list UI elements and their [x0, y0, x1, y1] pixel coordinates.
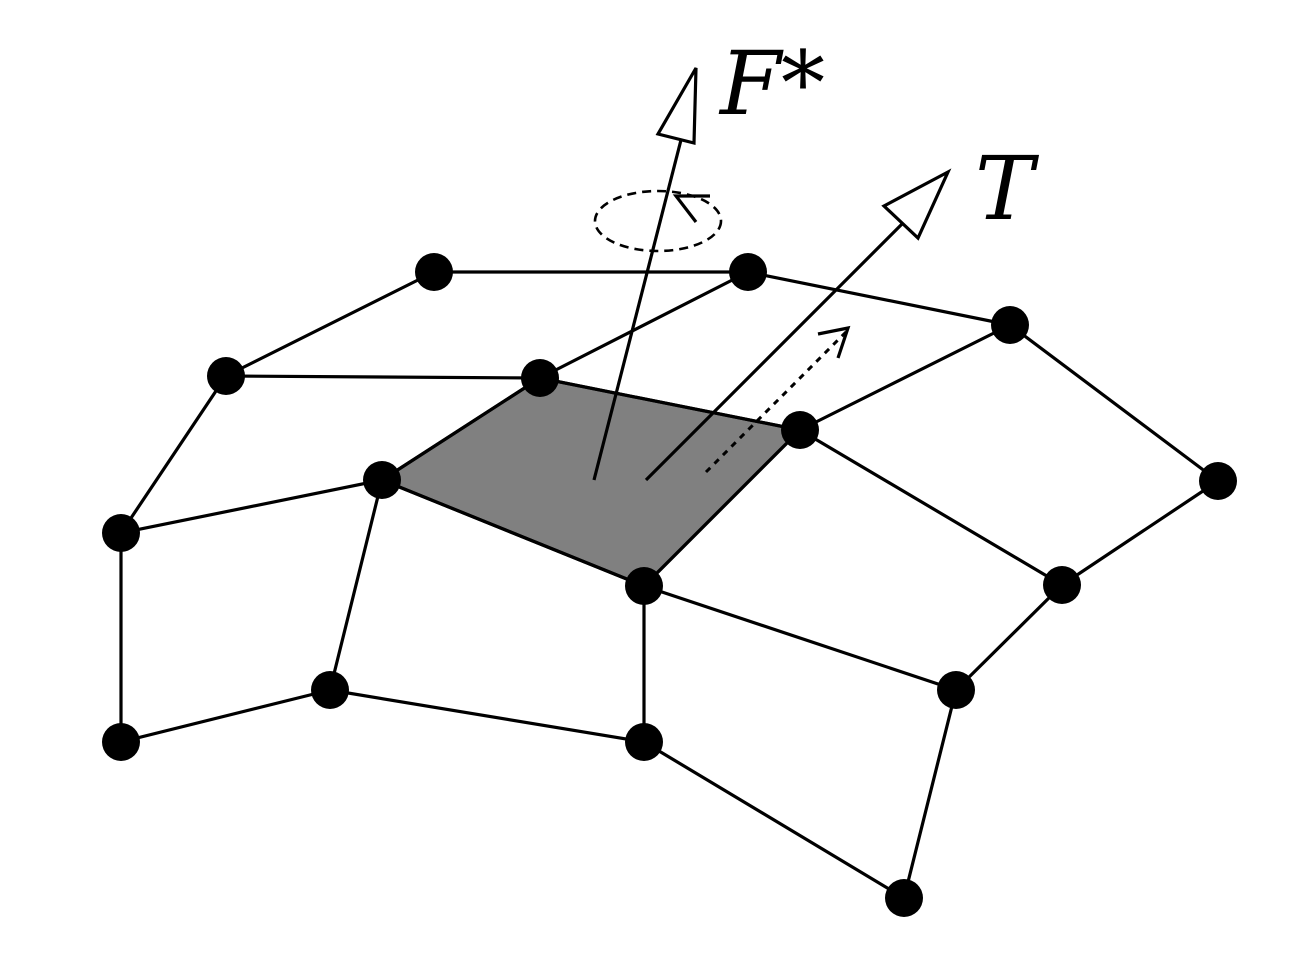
mesh-nodes	[102, 253, 1237, 917]
mesh-edge	[798, 428, 1064, 587]
mesh-node	[521, 359, 559, 397]
mesh-edge	[798, 323, 1012, 432]
mesh-edge	[1060, 479, 1220, 587]
rotation-indicator	[593, 189, 723, 253]
mesh-edge	[380, 376, 542, 482]
mesh-edge	[538, 270, 750, 380]
mesh-node	[1043, 566, 1081, 604]
highlighted-face	[380, 376, 802, 588]
mesh-edge	[642, 740, 906, 900]
mesh-node	[781, 411, 819, 449]
mesh-node	[625, 567, 663, 605]
mesh-node	[207, 357, 245, 395]
mesh-edge	[328, 478, 384, 692]
mesh-node	[729, 253, 767, 291]
mesh-edge	[380, 478, 646, 588]
mesh-edge	[902, 688, 958, 900]
mesh-edge	[954, 583, 1064, 692]
mesh-node	[415, 253, 453, 291]
mesh-edge	[119, 688, 332, 744]
mesh-node	[937, 671, 975, 709]
normal-vector	[592, 67, 698, 481]
mesh-edge	[119, 478, 384, 535]
tangent-vector-shaft	[644, 222, 904, 482]
direction-indicator	[704, 325, 851, 474]
rotation-arrowhead	[672, 194, 710, 223]
normal-arrowhead	[655, 67, 698, 146]
mesh-edge	[642, 428, 802, 588]
mesh-edge	[328, 688, 646, 744]
mesh-edge	[538, 376, 802, 432]
mesh-node	[991, 306, 1029, 344]
mesh-node	[102, 514, 140, 552]
mesh-edge	[224, 374, 542, 380]
mesh-node	[1199, 462, 1237, 500]
rotation-ellipse	[593, 189, 723, 253]
tangent-vector	[644, 168, 952, 482]
mesh-edge	[119, 374, 228, 535]
tangent-vector-label: T	[975, 137, 1034, 240]
mesh-edges	[119, 270, 1220, 900]
mesh-edge	[642, 584, 958, 692]
mesh-node	[885, 879, 923, 917]
mesh-node	[625, 723, 663, 761]
mesh-node	[311, 671, 349, 709]
dotted-direction-line	[704, 330, 848, 474]
mesh-edge	[1008, 323, 1220, 483]
dotted-arrowhead	[817, 325, 851, 359]
mesh-node	[102, 723, 140, 761]
mesh-edge	[746, 270, 1012, 327]
mesh-node	[363, 461, 401, 499]
normal-vector-label: F*	[720, 32, 826, 135]
tangent-arrowhead	[881, 168, 952, 241]
mesh-edge	[224, 270, 436, 378]
highlighted-face-group	[380, 376, 802, 588]
normal-vector-shaft	[592, 135, 684, 481]
